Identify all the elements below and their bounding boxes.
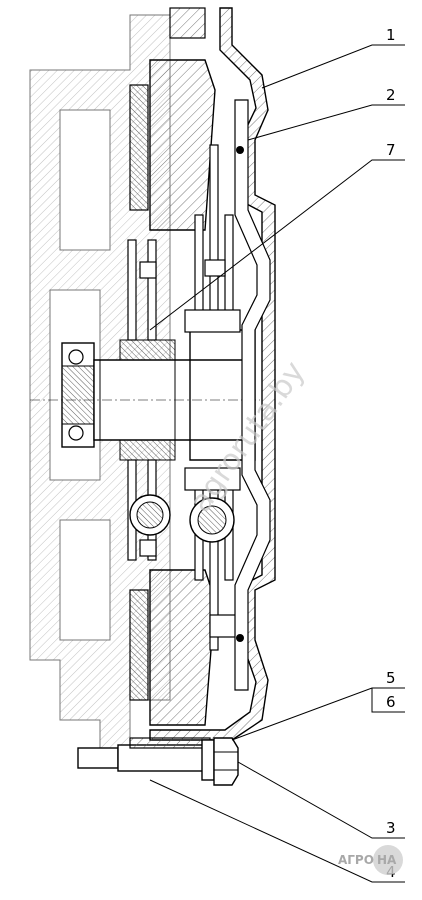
callout-7: 7 bbox=[386, 141, 396, 159]
mounting-bolt bbox=[77, 737, 239, 786]
svg-text:НА: НА bbox=[377, 853, 397, 867]
callout-6: 6 bbox=[386, 693, 396, 711]
agro-logo: АГРО НА bbox=[338, 845, 403, 875]
spring-plate bbox=[234, 99, 271, 691]
callout-2: 2 bbox=[386, 86, 396, 104]
callout-5: 5 bbox=[386, 669, 396, 687]
leader-lines bbox=[149, 44, 405, 883]
callout-1: 1 bbox=[386, 26, 396, 44]
pilot-bearing bbox=[61, 342, 95, 448]
svg-text:АГРО: АГРО bbox=[338, 853, 374, 867]
callout-3: 3 bbox=[386, 819, 396, 837]
release-rollers bbox=[129, 494, 235, 543]
